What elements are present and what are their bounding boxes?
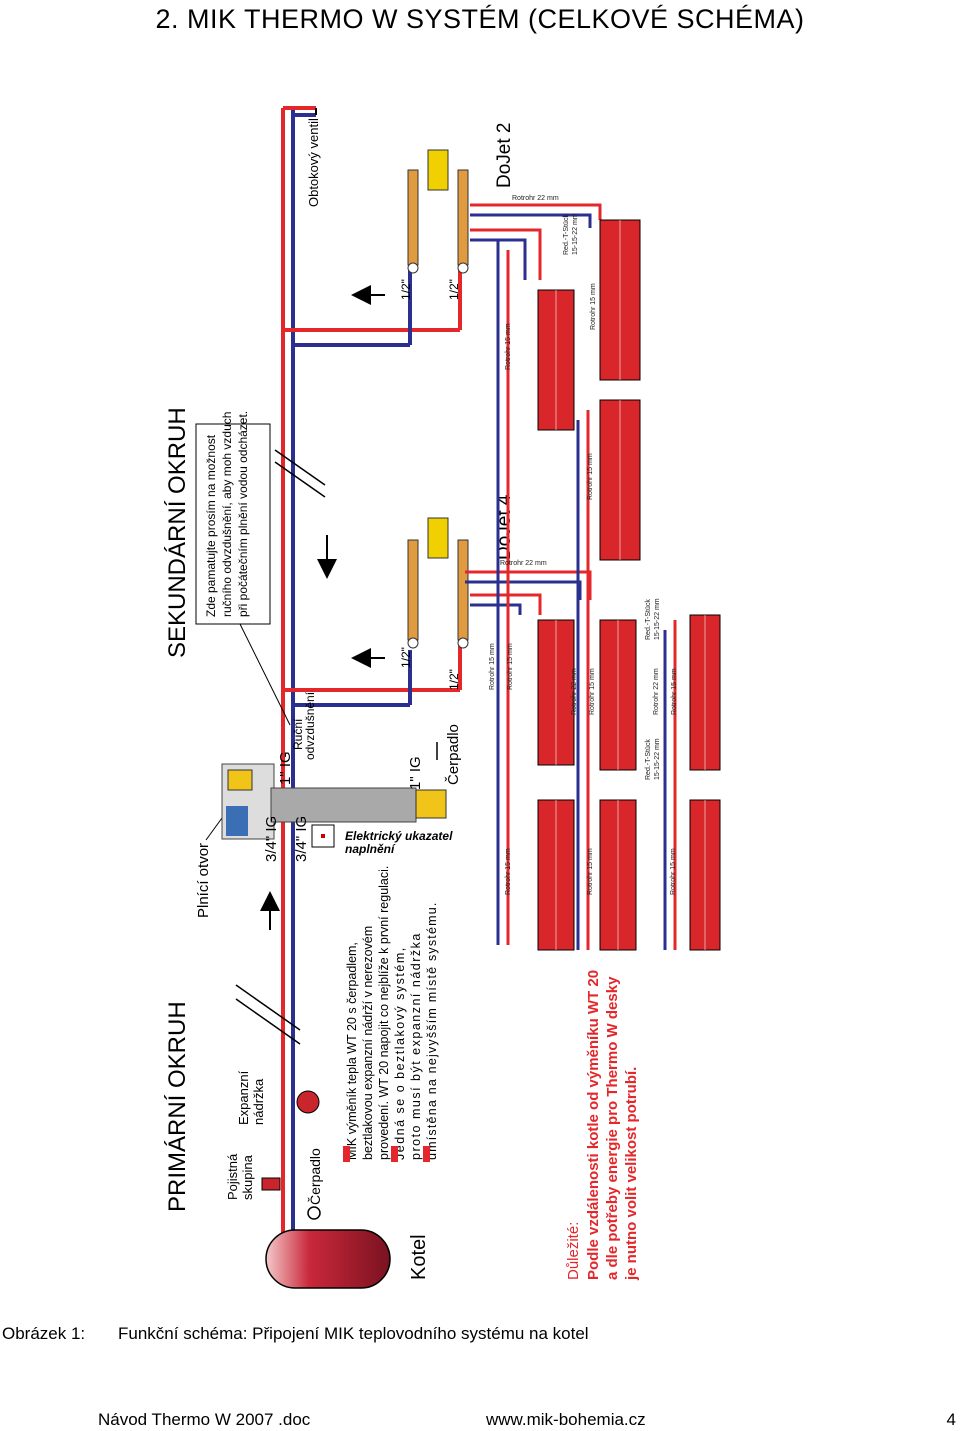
svg-text:Red.-T-Stück: Red.-T-Stück: [645, 739, 652, 780]
primary-section-title: PRIMÁRNÍ OKRUH: [164, 1001, 191, 1212]
fitting-1-lower: 1" IG: [407, 756, 424, 790]
svg-text:15-15-22 mm: 15-15-22 mm: [654, 738, 661, 780]
footer-page-number: 4: [946, 1410, 956, 1429]
svg-text:Rotrohr 15 mm: Rotrohr 15 mm: [507, 643, 514, 690]
flow-arrows: [260, 285, 385, 930]
safety-group-icon: [261, 1177, 281, 1191]
svg-text:umístěna na nejvyšším místě sy: umístěna na nejvyšším místě systému.: [425, 901, 439, 1160]
expansion-tank-label-1: Expanzní: [236, 1070, 251, 1125]
caption-text: Funkční schéma: Připojení MIK teplovodní…: [118, 1324, 589, 1343]
dojet2-label: DoJet 2: [494, 123, 515, 188]
system-schema: PRIMÁRNÍ OKRUH SEKUNDÁRNÍ OKRUH Kote: [164, 106, 721, 1289]
svg-text:Rotrohr 22 mm: Rotrohr 22 mm: [500, 560, 547, 567]
important-note: Důležité: Podle vzdálenosti kotle od vým…: [565, 970, 640, 1281]
svg-text:ručního odvzdušnění, aby moh v: ručního odvzdušnění, aby moh vzduch: [220, 412, 234, 617]
dojet2-fitting-lower: 1/2": [447, 279, 461, 300]
pipe-break-marks: [235, 449, 326, 1045]
secondary-section-title: SEKUNDÁRNÍ OKRUH: [164, 407, 191, 658]
svg-text:Důležité:: Důležité:: [565, 1222, 582, 1280]
svg-text:Rotrohr 15 mm: Rotrohr 15 mm: [489, 643, 496, 690]
svg-text:Rotrohr 15 mm: Rotrohr 15 mm: [505, 323, 512, 370]
svg-text:Rotrohr 15 mm: Rotrohr 15 mm: [590, 283, 597, 330]
secondary-note: Zde pamatujte prosím na možnost ručního …: [195, 411, 291, 726]
svg-text:15-15-22 mm: 15-15-22 mm: [572, 213, 579, 255]
svg-text:Rotrohr 22 mm: Rotrohr 22 mm: [571, 668, 578, 715]
safety-group-label-1: Pojistná: [225, 1153, 240, 1200]
dojet4-manifold: [407, 517, 469, 649]
expansion-tank-icon: [296, 1090, 320, 1114]
dojet4-fitting-upper: 1/2": [399, 647, 413, 668]
expansion-tank-label-2: nádržka: [251, 1078, 266, 1125]
svg-text:Podle vzdálenosti kotle od vým: Podle vzdálenosti kotle od výměníku WT 2…: [585, 970, 602, 1280]
footer-website: www.mik-bohemia.cz: [486, 1410, 646, 1429]
boiler: [265, 1229, 391, 1289]
manual-vent-label-1: Ruční: [291, 718, 305, 750]
footer-document: Návod Thermo W 2007 .doc: [98, 1410, 311, 1429]
wt20-pump-label: Čerpadlo: [445, 724, 462, 785]
svg-text:Rotrohr 22 mm: Rotrohr 22 mm: [512, 195, 559, 202]
svg-text:provedení. WT 20 napojit co ne: provedení. WT 20 napojit co nejblíže k p…: [377, 866, 391, 1160]
fill-indicator-label-2: naplnění: [345, 842, 396, 856]
svg-text:Rotrohr 15 mm: Rotrohr 15 mm: [670, 848, 677, 895]
svg-text:Zde pamatujte prosím na možnos: Zde pamatujte prosím na možnost: [204, 434, 218, 617]
svg-text:Jedná se o beztlakový systém,: Jedná se o beztlakový systém,: [393, 946, 407, 1160]
svg-text:Rotrohr 15 mm: Rotrohr 15 mm: [589, 668, 596, 715]
primary-pump-icon: [307, 1206, 321, 1220]
mik-note: MIK výměník tepla WT 20 s čerpadlem, bez…: [345, 866, 439, 1160]
dojet2-fitting-upper: 1/2": [399, 279, 413, 300]
mik-note-markers: [343, 1146, 430, 1162]
fitting-3-4-upper: 3/4" IG: [263, 816, 280, 862]
svg-text:beztlakovou expanzní nádrží v: beztlakovou expanzní nádrží v nerezovém: [361, 926, 375, 1160]
svg-text:je nutno volit velikost potrub: je nutno volit velikost potrubí.: [623, 1067, 640, 1281]
svg-text:Rotrohr 22 mm: Rotrohr 22 mm: [653, 668, 660, 715]
svg-text:a dle potřeby energie pro Ther: a dle potřeby energie pro Thermo W desky: [604, 976, 621, 1280]
dojet2-manifold: [398, 149, 478, 274]
safety-group-label-2: skupina: [240, 1154, 255, 1200]
svg-text:MIK výměník tepla WT 20 s čerp: MIK výměník tepla WT 20 s čerpadlem,: [345, 942, 359, 1160]
svg-text:Rotrohr 15 mm: Rotrohr 15 mm: [671, 668, 678, 715]
svg-text:Red.-T-Stück: Red.-T-Stück: [563, 214, 570, 255]
manual-vent-label-2: odvzdušnění: [303, 691, 317, 760]
heat-exchanger-wt20: [221, 763, 447, 840]
svg-text:proto musí být expanzní nádržk: proto musí být expanzní nádržka: [409, 932, 423, 1160]
caption-label: Obrázek 1:: [2, 1324, 86, 1343]
bypass-valve-label: Obtokový ventil: [306, 118, 321, 207]
page-title: 2. MIK THERMO W SYSTÉM (CELKOVÉ SCHÉMA): [155, 4, 805, 34]
svg-text:při počátečním plnění vodou od: při počátečním plnění vodou odcházet.: [236, 411, 250, 617]
svg-text:Rotrohr 15 mm: Rotrohr 15 mm: [505, 848, 512, 895]
dojet4-fitting-lower: 1/2": [447, 669, 461, 690]
pipe-labels: Rotrohr 22 mm Rotrohr 22 mm Rotrohr 15 m…: [489, 195, 678, 895]
svg-text:Red.-T-Stück: Red.-T-Stück: [645, 599, 652, 640]
primary-pump-label: Čerpadlo: [307, 1148, 323, 1205]
svg-text:Rotrohr 15 mm: Rotrohr 15 mm: [587, 848, 594, 895]
fitting-3-4-lower: 3/4" IG: [293, 816, 310, 862]
filling-opening-label: Plnící otvor: [195, 843, 212, 918]
boiler-label: Kotel: [408, 1234, 430, 1280]
panel-columns: [537, 219, 721, 951]
fill-indicator-label-1: Elektrický ukazatel: [345, 829, 453, 843]
svg-text:15-15-22 mm: 15-15-22 mm: [654, 598, 661, 640]
fitting-1-upper: 1" IG: [277, 751, 294, 785]
svg-text:Rotrohr 15 mm: Rotrohr 15 mm: [587, 453, 594, 500]
distribution-pipes: [465, 203, 677, 950]
main-pipes: [281, 106, 462, 1245]
